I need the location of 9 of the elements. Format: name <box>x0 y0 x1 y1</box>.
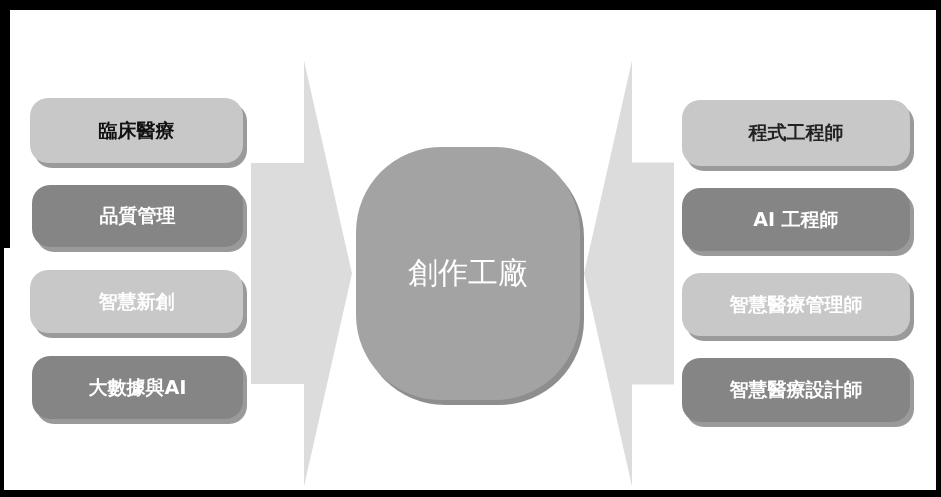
pill-box: 臨床醫療 <box>30 98 243 163</box>
pill-box: 品質管理 <box>32 185 243 247</box>
block-arrow <box>251 60 352 486</box>
pill-box: 程式工程師 <box>682 100 910 166</box>
pill-box: AI 工程師 <box>682 188 910 251</box>
block-arrow <box>584 60 674 486</box>
rounded-box: 創作工廠 <box>356 147 580 400</box>
pill-box: 大數據與AI <box>32 356 243 419</box>
pill-box: 智慧醫療設計師 <box>682 358 910 422</box>
